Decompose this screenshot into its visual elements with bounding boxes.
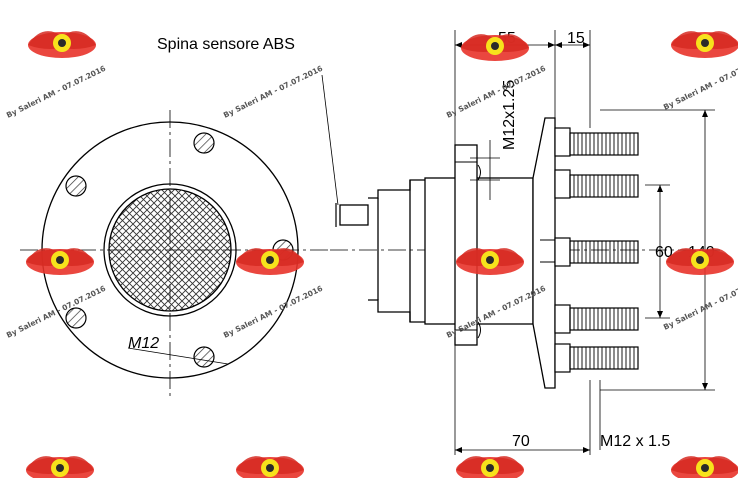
dim-15-label: 15 bbox=[567, 30, 585, 47]
dim-60-label: 60 bbox=[655, 244, 673, 261]
dimension-arrows bbox=[455, 42, 708, 453]
dim-70-label: 70 bbox=[512, 433, 530, 450]
watermark-text: By Saleri AM - 07.07.2016 bbox=[662, 56, 738, 112]
stud-thread-label: M12 x 1.5 bbox=[600, 433, 670, 450]
abs-sensor-label: Spina sensore ABS bbox=[157, 36, 295, 53]
hub-flange bbox=[532, 117, 556, 389]
hub-center-hatch bbox=[108, 188, 232, 312]
watermark-text: By Saleri AM - 07.07.2016 bbox=[445, 64, 547, 120]
watermark-text: By Saleri AM - 07.07.2016 bbox=[5, 284, 107, 340]
watermark-text: By Saleri AM - 07.07.2016 bbox=[222, 284, 324, 340]
m12-leader bbox=[127, 347, 229, 365]
thread-top-label: M12x1.25 bbox=[501, 80, 518, 150]
watermark-text: By Saleri AM - 07.07.2016 bbox=[5, 64, 107, 120]
watermark-text: By Saleri AM - 07.07.2016 bbox=[222, 64, 324, 120]
wheel-studs bbox=[554, 127, 639, 373]
abs-sensor-pin bbox=[339, 204, 369, 226]
watermark-text: By Saleri AM - 07.07.2016 bbox=[662, 276, 738, 332]
thread-left-label: M12 bbox=[128, 335, 159, 352]
front-view: M12 bbox=[20, 110, 330, 400]
